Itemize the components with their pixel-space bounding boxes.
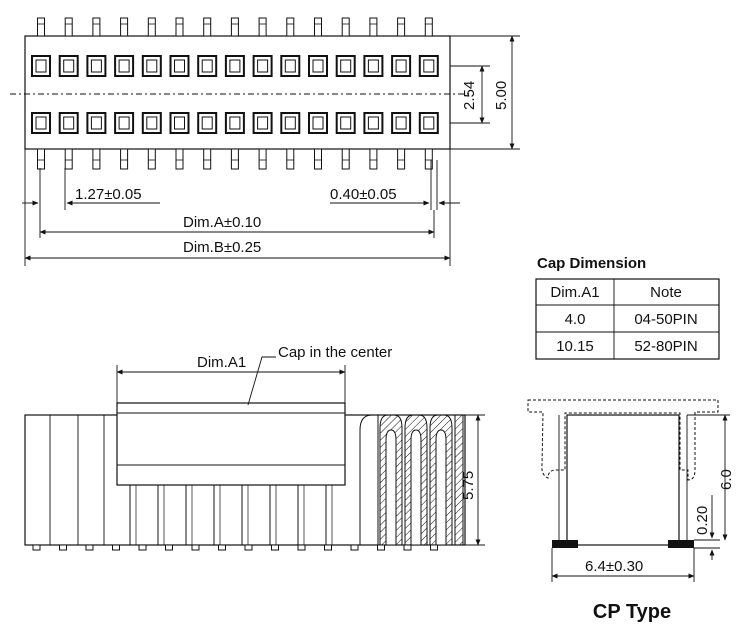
table-cell: 10.15 bbox=[556, 338, 594, 355]
cp-type-title: CP Type bbox=[593, 601, 671, 623]
pin-foot bbox=[112, 544, 120, 551]
pin bbox=[92, 17, 101, 37]
pick-up-cap bbox=[116, 402, 346, 486]
pin-foot bbox=[377, 544, 385, 551]
pin-foot bbox=[350, 544, 359, 551]
side-height-label: 5.75 bbox=[460, 471, 477, 500]
pin bbox=[397, 17, 406, 37]
end-height-label: 6.0 bbox=[718, 469, 735, 490]
table-header-note: Note bbox=[650, 284, 682, 301]
pin bbox=[258, 17, 267, 37]
pin-foot bbox=[403, 544, 412, 551]
cap-table-title: Cap Dimension bbox=[537, 255, 646, 272]
pin-foot bbox=[430, 544, 438, 551]
pin bbox=[230, 17, 239, 37]
pin bbox=[175, 17, 184, 37]
right-foot bbox=[668, 540, 694, 548]
pin bbox=[120, 17, 129, 37]
end-cap-outline bbox=[527, 399, 719, 481]
pin bbox=[424, 148, 433, 170]
side-ribs bbox=[129, 485, 333, 545]
height-label: 5.00 bbox=[493, 81, 510, 110]
pin bbox=[314, 17, 322, 37]
pin bbox=[147, 148, 156, 170]
pin-foot bbox=[165, 544, 173, 551]
pin bbox=[286, 17, 295, 37]
dim-b-label: Dim.B±0.25 bbox=[183, 239, 261, 256]
pin-foot bbox=[59, 544, 67, 551]
pin-foot bbox=[191, 544, 200, 551]
dim-a1-label: Dim.A1 bbox=[197, 354, 246, 371]
pin bbox=[147, 17, 156, 37]
pin bbox=[286, 148, 295, 170]
pitch-label: 2.54 bbox=[461, 81, 478, 110]
pin bbox=[341, 17, 350, 37]
pin-foot bbox=[218, 544, 226, 551]
end-view: 6.0 0.20 6.4±0.30 CP Type bbox=[527, 399, 735, 623]
pin bbox=[397, 148, 406, 170]
pin bbox=[64, 17, 73, 37]
cap-note-label: Cap in the center bbox=[278, 344, 392, 361]
pin bbox=[92, 148, 101, 170]
pin-foot bbox=[244, 544, 253, 551]
pin-foot bbox=[32, 544, 41, 551]
pin bbox=[424, 17, 433, 37]
section-wall bbox=[454, 414, 464, 546]
pin-width-label: 0.40±0.05 bbox=[330, 186, 397, 203]
end-housing bbox=[566, 414, 680, 546]
top-pin-row bbox=[37, 17, 433, 37]
pin bbox=[369, 17, 378, 37]
standoff-label: 0.20 bbox=[694, 506, 711, 535]
pin-foot bbox=[324, 544, 332, 551]
dim-a-label: Dim.A±0.10 bbox=[183, 214, 261, 231]
pin bbox=[64, 148, 73, 170]
top-view: 2.54 5.00 1.27±0.05 0.40±0.05 Dim.A±0.10… bbox=[10, 17, 520, 266]
table-cell: 04-50PIN bbox=[634, 311, 697, 328]
table-cell: 52-80PIN bbox=[634, 338, 697, 355]
end-width-label: 6.4±0.30 bbox=[585, 558, 643, 575]
pin-foot bbox=[138, 544, 147, 551]
left-foot bbox=[552, 540, 578, 548]
pin-feet bbox=[32, 544, 438, 551]
pin bbox=[37, 17, 45, 37]
pin bbox=[203, 17, 212, 37]
top-pad-row bbox=[31, 55, 439, 77]
pin bbox=[230, 148, 239, 170]
pin bbox=[203, 148, 212, 170]
pin bbox=[258, 148, 267, 170]
pin-foot bbox=[271, 544, 279, 551]
pin-foot bbox=[85, 544, 94, 551]
pin bbox=[341, 148, 350, 170]
pin-foot bbox=[297, 544, 306, 551]
pin-offset-label: 1.27±0.05 bbox=[75, 186, 142, 203]
pin bbox=[369, 148, 378, 170]
table-cell: 4.0 bbox=[565, 311, 586, 328]
pin bbox=[314, 148, 322, 170]
bottom-pad-row bbox=[31, 112, 439, 134]
bottom-pin-row bbox=[37, 148, 433, 170]
section-cutaway bbox=[359, 414, 464, 546]
pin bbox=[120, 148, 129, 170]
cap-dimension-table: Cap Dimension Dim.A1 Note 4.0 04-50PIN 1… bbox=[535, 255, 720, 360]
pin bbox=[175, 148, 184, 170]
pin bbox=[37, 148, 45, 170]
side-view: Dim.A1 Cap in the center 5.75 bbox=[24, 344, 485, 551]
section-wall bbox=[359, 414, 379, 546]
table-header-dim: Dim.A1 bbox=[550, 284, 599, 301]
